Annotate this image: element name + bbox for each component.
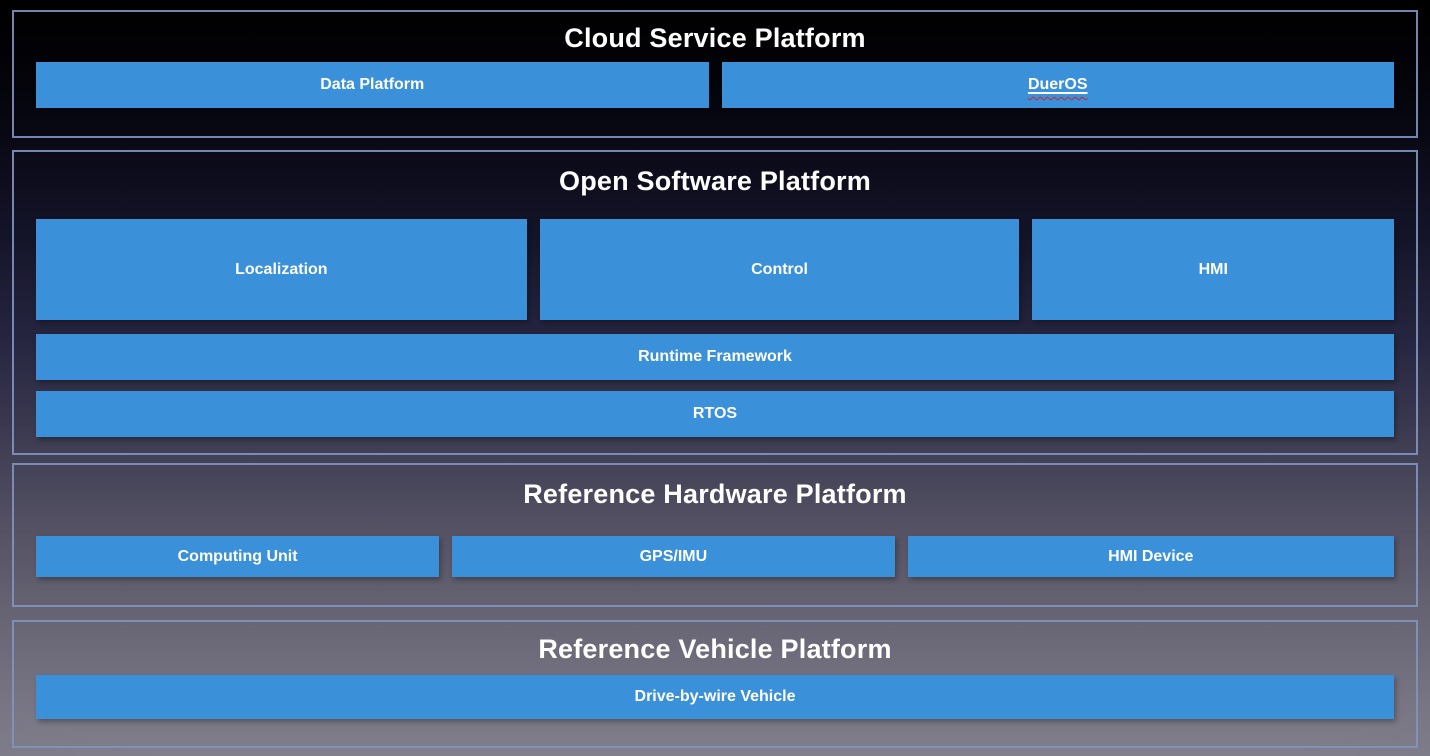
section-cloud-service-platform: Cloud Service Platform Data Platform Due… — [12, 10, 1418, 138]
box-runtime-framework: Runtime Framework — [36, 334, 1394, 380]
box-localization: Localization — [36, 219, 527, 320]
box-computing-unit: Computing Unit — [36, 536, 440, 577]
section-title-open-software-platform: Open Software Platform — [559, 166, 871, 196]
software-modules-row: Localization Control HMI — [36, 219, 1395, 320]
box-label-dueros: DuerOS — [1027, 76, 1088, 93]
dueros-underline: DuerOS — [1028, 76, 1088, 94]
section-reference-hardware-platform: Reference Hardware Platform Computing Un… — [12, 463, 1418, 607]
box-control: Control — [539, 219, 1020, 320]
box-hmi-device: HMI Device — [907, 536, 1394, 577]
section-title-cloud-service-platform: Cloud Service Platform — [564, 23, 866, 53]
section-open-software-platform: Open Software Platform Localization Cont… — [12, 150, 1418, 455]
box-hmi: HMI — [1032, 219, 1395, 320]
box-label-hmi: HMI — [1198, 260, 1228, 278]
box-label-hmi-device: HMI Device — [1108, 547, 1194, 565]
hardware-boxes-row: Computing Unit GPS/IMU HMI Device — [36, 536, 1394, 577]
box-drive-by-wire-vehicle: Drive-by-wire Vehicle — [36, 675, 1394, 719]
box-label-control: Control — [751, 260, 808, 278]
box-label-gps-imu: GPS/IMU — [639, 547, 708, 565]
box-label-localization: Localization — [235, 260, 328, 278]
box-dueros: DuerOS — [721, 62, 1394, 108]
box-label-runtime-framework: Runtime Framework — [638, 348, 792, 365]
box-rtos: RTOS — [36, 391, 1394, 437]
rtos-row: RTOS — [36, 391, 1394, 437]
section-title-reference-hardware-platform: Reference Hardware Platform — [523, 479, 907, 509]
box-label-data-platform: Data Platform — [320, 76, 425, 93]
box-label-rtos: RTOS — [692, 405, 738, 422]
section-title-reference-vehicle-platform: Reference Vehicle Platform — [538, 634, 892, 664]
box-label-computing-unit: Computing Unit — [177, 547, 298, 565]
box-data-platform: Data Platform — [36, 62, 709, 108]
box-label-drive-by-wire-vehicle: Drive-by-wire Vehicle — [634, 688, 796, 705]
section-reference-vehicle-platform: Reference Vehicle Platform Drive-by-wire… — [12, 620, 1418, 748]
cloud-boxes-row: Data Platform DuerOS — [36, 62, 1394, 108]
box-gps-imu: GPS/IMU — [452, 536, 895, 577]
runtime-framework-row: Runtime Framework — [36, 334, 1394, 380]
vehicle-boxes-row: Drive-by-wire Vehicle — [36, 675, 1394, 719]
